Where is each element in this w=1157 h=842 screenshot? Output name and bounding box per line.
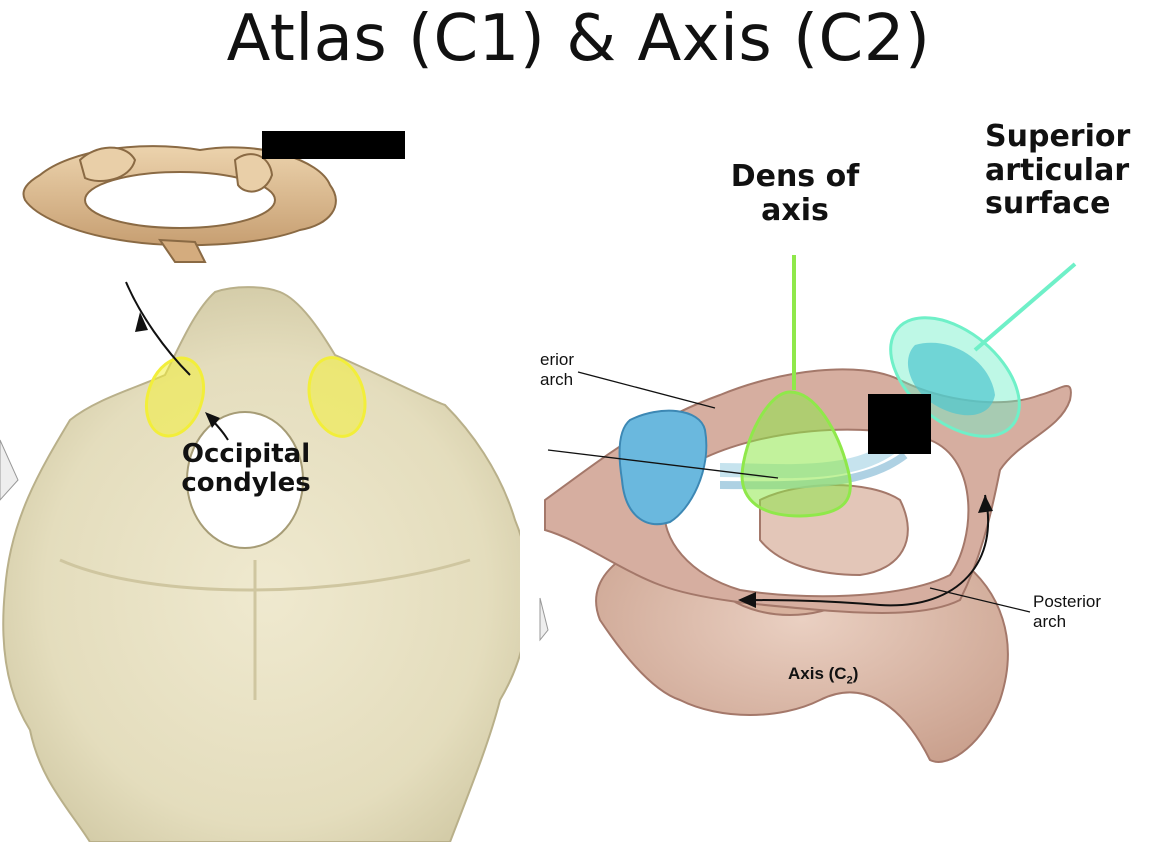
anterior-arch-line-2: arch [540, 370, 574, 390]
axis-c2-close: ) [852, 664, 859, 683]
anterior-arch-leader [577, 371, 716, 409]
dens-of-axis-label: Dens of axis [715, 160, 875, 227]
skull-base [0, 286, 531, 842]
occipital-condyles-line-1: Occipital [181, 439, 311, 469]
anterior-arch-line-1: erior [540, 350, 575, 369]
right-occipital-condyle [307, 356, 367, 438]
rotation-arrow-left [125, 281, 191, 376]
anterior-arch-label: erior arch [540, 350, 620, 391]
redaction-box-right [868, 394, 931, 454]
dens-of-axis-line-2: axis [761, 192, 829, 228]
ligament-leader [547, 449, 779, 479]
occipital-condyles-line-2: condyles [181, 468, 311, 499]
rotation-arrow-right [739, 494, 990, 607]
dens-highlight [740, 390, 852, 518]
slide-title: Atlas (C1) & Axis (C2) [226, 2, 931, 76]
facet-leader-line [973, 262, 1077, 352]
superior-articular-line-3: surface [985, 186, 1111, 222]
redaction-box-left [262, 131, 405, 159]
posterior-arch-line-2: arch [1033, 612, 1067, 632]
posterior-arch-line-1: Posterior [1033, 592, 1102, 611]
left-occipital-condyle [145, 356, 205, 438]
posterior-arch-label: Posterior arch [1033, 592, 1143, 633]
axis-c2-text: Axis (C [788, 664, 847, 683]
axis-c2-subscript: 2 [846, 674, 853, 687]
superior-articular-line-1: Superior [985, 119, 1131, 154]
superior-articular-line-2: articular [985, 152, 1130, 188]
axis-c2-label: Axis (C2) [788, 664, 858, 688]
superior-articular-surface-label: Superior articular surface [985, 120, 1155, 221]
occipital-condyles-label: Occipital condyles [166, 439, 326, 499]
dens-of-axis-line-1: Dens of [730, 159, 860, 194]
